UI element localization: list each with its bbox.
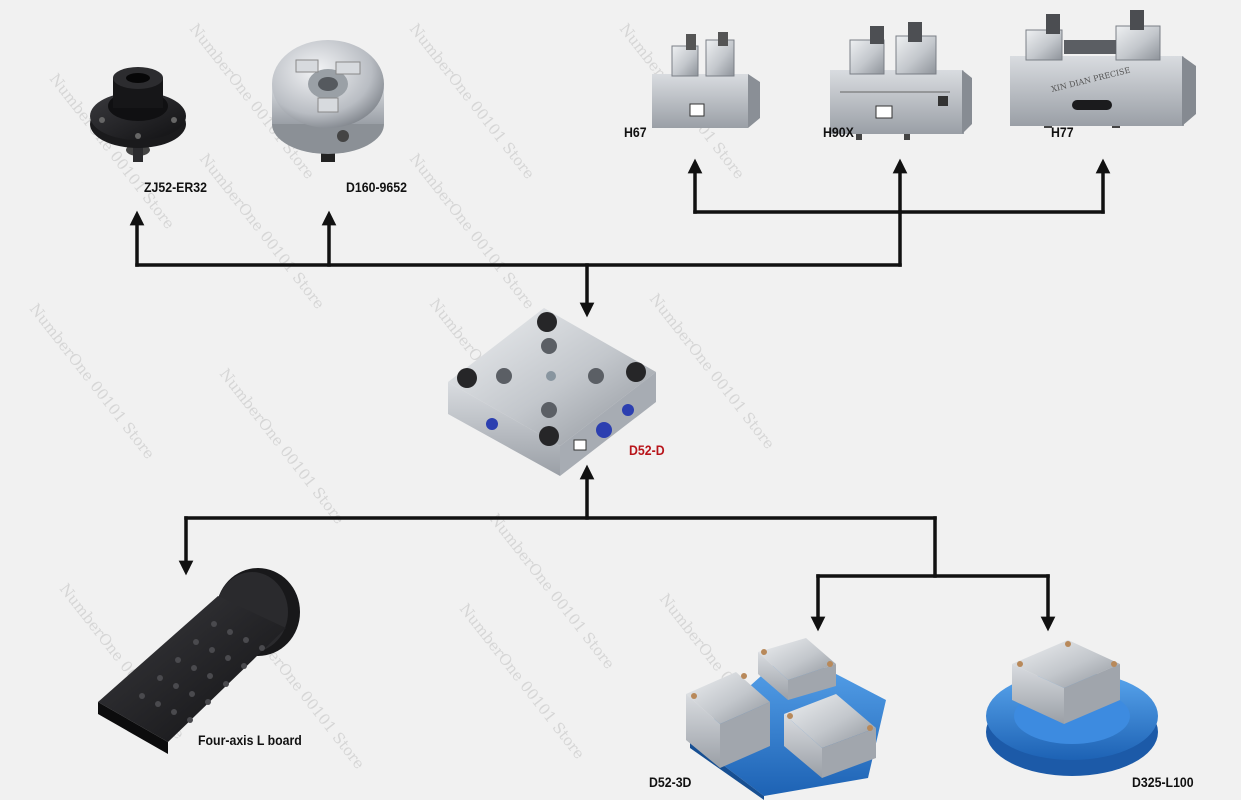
label-zj52-er32: ZJ52-ER32 bbox=[144, 179, 208, 195]
label-h67: H67 bbox=[624, 124, 647, 140]
label-d160-9652: D160-9652 bbox=[346, 179, 407, 195]
h77-vise-image: XIN DIAN PRECISE bbox=[1010, 10, 1196, 128]
label-d52-d: D52-D bbox=[629, 442, 665, 458]
zj52-er32-image bbox=[90, 67, 186, 162]
label-four-axis-l-board: Four-axis L board bbox=[198, 732, 302, 748]
d52-d-image bbox=[448, 308, 656, 476]
label-h90x: H90X bbox=[823, 124, 854, 140]
d52-3d-image bbox=[686, 638, 886, 800]
label-d52-3d: D52-3D bbox=[649, 774, 692, 790]
connector-lines bbox=[129, 158, 1111, 632]
label-d325-l100: D325-L100 bbox=[1132, 774, 1194, 790]
d160-9652-image bbox=[272, 40, 384, 162]
h90x-vise-image bbox=[830, 22, 972, 140]
four-axis-l-board-image bbox=[98, 568, 300, 754]
h67-vise-image bbox=[652, 32, 760, 128]
d325-l100-image bbox=[986, 640, 1158, 776]
label-h77: H77 bbox=[1051, 124, 1074, 140]
